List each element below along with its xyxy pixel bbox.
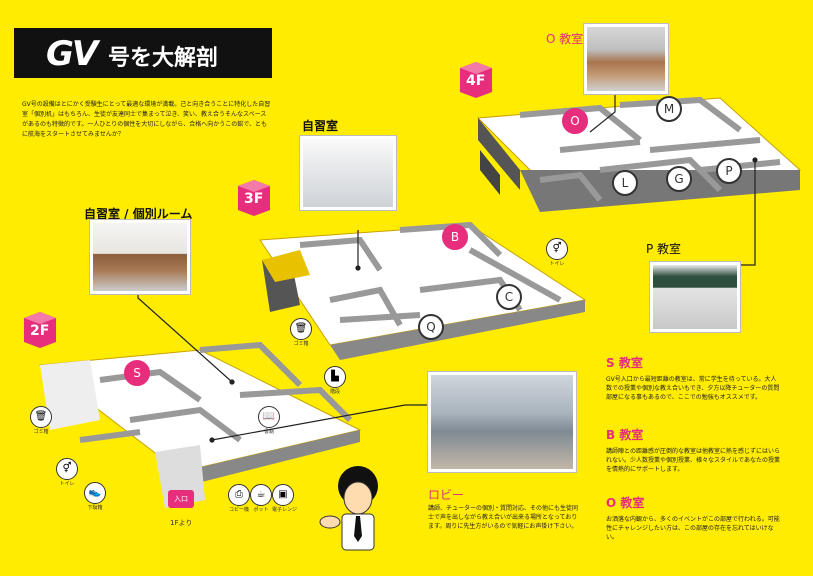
pin-g[interactable]: G [666, 166, 692, 192]
title-banner-shape [14, 28, 272, 78]
books-icon: 📖 [258, 406, 280, 428]
from-1f-label: 1Fより [170, 519, 193, 527]
floor-label-2f: 2F [30, 323, 50, 339]
lobby-body: 講師、チューターの個別・質問対応、その他にも生徒同士で声を出しながら教え合いが出… [428, 505, 579, 530]
room-title-jishu-kobetsu: 自習室 / 個別ルーム [84, 207, 193, 221]
shoes-2f: 👟 下駄箱 [84, 482, 106, 511]
floor-badge-3f: 3F [236, 180, 270, 216]
floor-label-3f: 3F [244, 191, 264, 207]
photo-lobby [428, 372, 576, 472]
trash-icon: 🗑 [290, 318, 312, 340]
trash-3f: 🗑 ゴミ箱 [290, 318, 312, 347]
pin-b[interactable]: B [442, 224, 468, 250]
room-title-o: O 教室 [546, 32, 584, 46]
pin-l[interactable]: L [612, 170, 638, 196]
title-banner: GV 号を大解剖 [14, 28, 272, 78]
trash-2f: 🗑 ゴミ箱 [30, 406, 52, 435]
photo-o-room [584, 24, 668, 94]
floor-label-4f: 4F [466, 73, 486, 89]
section-body: お洒落な内観から、多くのイベントがこの部屋で行われる。可能性にチャレンジしたい方… [606, 516, 780, 541]
section-o: O 教室 お洒落な内観から、多くのイベントがこの部屋で行われる。可能性にチャレン… [606, 494, 782, 542]
microwave-2f: ▣ 電子レンジ [272, 484, 297, 513]
section-body: GV号入口から最短距離の教室は、常に学生を待っている。大人数での授業や個別な教え… [606, 376, 780, 401]
photo-p-room [650, 262, 740, 332]
pot-icon: ☕ [250, 484, 272, 506]
pin-c[interactable]: C [496, 284, 522, 310]
copier-icon: ⎙ [228, 484, 250, 506]
pin-m[interactable]: M [656, 96, 682, 122]
floor-3f-plan [259, 221, 587, 360]
pin-s[interactable]: S [124, 360, 150, 386]
title-logo: GV [46, 34, 98, 74]
stairs-3f: ▙ 階段 [324, 366, 346, 395]
floor-2f-plan [38, 341, 362, 508]
books-2f: 📖 書籍 [258, 406, 280, 435]
room-title-jishu: 自習室 [302, 119, 339, 133]
section-heading: S 教室 [606, 356, 643, 370]
mascot-illustration [319, 466, 378, 551]
floor-badge-2f: 2F [22, 312, 56, 348]
lobby-heading: ロビー [428, 488, 465, 502]
page-title: 号を大解剖 [108, 46, 219, 71]
section-s: S 教室 GV号入口から最短距離の教室は、常に学生を待っている。大人数での授業や… [606, 354, 782, 402]
floor-badge-4f: 4F [458, 62, 492, 98]
floor-4f-plan [476, 96, 802, 212]
trash-icon: 🗑 [30, 406, 52, 428]
section-heading: B 教室 [606, 428, 644, 442]
section-body: 講師陣との距離感が圧倒的な教室は他教室に熱を感じずにはいられない。少人数授業や個… [606, 448, 780, 473]
pot-2f: ☕ ポット [250, 484, 272, 513]
section-heading: O 教室 [606, 496, 645, 510]
photo-jishu-kobetsu [90, 220, 190, 294]
shoe-icon: 👟 [84, 482, 106, 504]
microwave-icon: ▣ [272, 484, 294, 506]
entrance-badge: 入口 [168, 490, 194, 508]
photo-jishu [300, 136, 396, 210]
section-b: B 教室 講師陣との距離感が圧倒的な教室は他教室に熱を感じずにはいられない。少人… [606, 426, 782, 474]
toilet-icon: ⚥ [546, 238, 568, 260]
room-title-p: P 教室 [646, 242, 682, 256]
pin-q[interactable]: Q [418, 314, 444, 340]
copy-2f: ⎙ コピー機 [228, 484, 250, 513]
intro-text: GV号の設備はとにかく受験生にとって最適な環境が満載。己と向き合うことに特化した… [22, 101, 271, 138]
stairs-icon: ▙ [324, 366, 346, 388]
pin-p[interactable]: P [716, 158, 742, 184]
pin-o[interactable]: O [562, 108, 588, 134]
toilet-2f: ⚥ トイレ [56, 458, 78, 487]
toilet-icon: ⚥ [56, 458, 78, 480]
toilet-4f: ⚥ トイレ [546, 238, 568, 267]
